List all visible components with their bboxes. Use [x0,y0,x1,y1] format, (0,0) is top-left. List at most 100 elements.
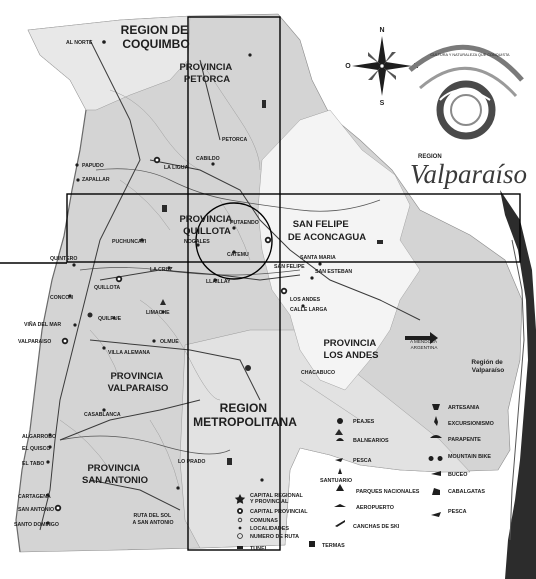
place-cabildo: CABILDO [196,156,220,162]
paragliding-icon [430,435,442,438]
region-valparaiso-logo [408,44,524,140]
locality-icon [238,526,242,530]
sanctuary-icon [338,468,342,474]
place-san-esteban: SAN ESTEBAN [315,269,352,275]
province-los-andes-label: PROVINCIA LOS ANDES [323,338,378,361]
place-al-norte: AL NORTE [66,40,93,46]
province-quillota-label: PROVINCIA QUILLOTA [179,214,234,237]
legend-parapente: PARAPENTE [448,437,481,443]
andes-border-texture [509,239,525,541]
mountain-bike-icon [428,456,443,461]
place-olmue: OLMUE [160,339,179,345]
region-valparaiso-side-label: Región de Valparaíso [471,359,504,374]
legend-capital-regional: CAPITAL REGIONAL Y PROVINCIAL [250,493,304,505]
commune-icon [237,517,243,523]
legend-termas: TERMAS [322,543,345,549]
national-park-icon [336,484,344,491]
place-chacabuco: CHACABUCO [301,370,335,376]
legend-artesania: ARTESANIA [448,405,480,411]
place-quilpue: QUILPUE [98,316,122,322]
region-metropolitana-label: REGION METROPOLITANA [193,401,297,429]
province-san-antonio-label: PROVINCIA SAN ANTONIO [82,463,148,486]
place-lo-prado: LO PRADO [178,459,205,465]
crosshair-overlay [0,16,521,551]
tunnel-icon [237,546,243,549]
legend-tunel: TUNEL [250,546,269,552]
province-san-felipe-label: SAN FELIPE DE ACONCAGUA [288,219,366,243]
hot-springs-icon [309,541,315,547]
horizontal-highlight-box [66,193,521,263]
compass-s: S [380,100,385,107]
rivers [59,168,381,455]
focus-circle [195,202,273,280]
province-petorca-label: PROVINCIA PETORCA [179,62,234,85]
place-casablanca: CASABLANCA [84,412,121,418]
andes-border-strip [500,190,536,579]
star-icon [234,494,246,504]
legend-santuario: SANTUARIO [320,478,352,484]
place-papudo: PAPUDO [82,163,104,169]
province-valparaiso-label: PROVINCIA VALPARAISO [108,371,169,394]
compass-n: N [379,27,384,34]
legend-left [234,494,246,549]
legend-aeropuerto: AEROPUERTO [356,505,394,511]
legend-excursionismo: EXCURSIONISMO [448,421,494,427]
logo-tagline: CULTURA Y NATURALEZA QUE CONQUISTA [430,53,510,57]
legend-peajes: PEAJES [353,419,375,425]
place-quillota: QUILLOTA [94,285,120,291]
place-limache: LIMACHE [146,310,170,316]
place-el-quisco: EL QUISCO [22,446,50,452]
place-labels: AL NORTE PETORCA PAPUDO ZAPALLAR LA LIGU… [14,40,438,528]
place-cartagena: CARTAGENA [18,494,51,500]
toll-icon [337,418,343,424]
place-vina-del-mar: VIÑA DEL MAR [24,321,61,328]
place-argentina: A MENDOZA ARGENTINA [410,339,438,350]
logo-valparaiso-title: Valparaíso [410,159,527,189]
map-pictograms [87,100,383,465]
vertical-highlight-box [187,16,281,551]
place-san-felipe: SAN FELIPE [274,264,305,270]
legend-numero-ruta: NUMERO DE RUTA [250,534,299,540]
diving-icon [431,471,441,476]
place-valparaiso: VALPARAISO [18,339,51,345]
crafts-icon [432,404,440,410]
andes-highlands [257,109,421,391]
place-la-cruz: LA CRUZ [150,267,173,273]
airport-icon [334,504,346,507]
place-catemu: CATEMU [227,252,249,258]
place-el-tabo: EL TABO [22,461,44,467]
fishing-icon-right [431,512,441,517]
legend-balnearios: BALNEARIOS [353,438,389,444]
place-la-ligua: LA LIGUA [164,165,189,171]
compass-o: O [345,63,351,70]
compass-rose-icon [352,36,412,96]
legend-mid-icons [309,418,346,547]
place-ruta-del-sol: RUTA DEL SOL A SAN ANTONIO [132,513,173,526]
place-nogales: NOGALES [184,239,210,245]
place-zapallar: ZAPALLAR [82,177,110,183]
place-putaendo: PUTAENDO [230,220,259,226]
beach-icon [336,438,344,441]
fishing-icon [335,458,343,462]
legend-pesca-right: PESCA [448,509,467,515]
place-puchuncavi: PUCHUNCAVI [112,239,147,245]
place-calle-larga: CALLE LARGA [290,307,327,313]
place-petorca: PETORCA [222,137,248,143]
place-markers [46,40,322,525]
route-marker-icon [237,533,243,539]
place-santa-maria: SANTA MARIA [300,255,336,261]
place-los-andes: LOS ANDES [290,297,321,303]
legend-comunas: COMUNAS [250,518,278,524]
legend-mountain-bike: MOUNTAIN BIKE [448,454,491,460]
place-algarrobo: ALGARROBO [22,434,56,440]
region-coquimbo-label: REGION DE COQUIMBO [121,23,192,51]
coastline [15,109,87,553]
legend-right-icons [428,404,443,517]
road-network [39,39,421,531]
hiking-icon [434,416,438,426]
legend-localidades: LOCALIDADES [250,526,289,532]
place-san-antonio: SAN ANTONIO [18,507,54,513]
horse-riding-icon [432,488,440,495]
legend-buceo: BUCEO [448,472,467,478]
terrain-relief [59,59,361,491]
